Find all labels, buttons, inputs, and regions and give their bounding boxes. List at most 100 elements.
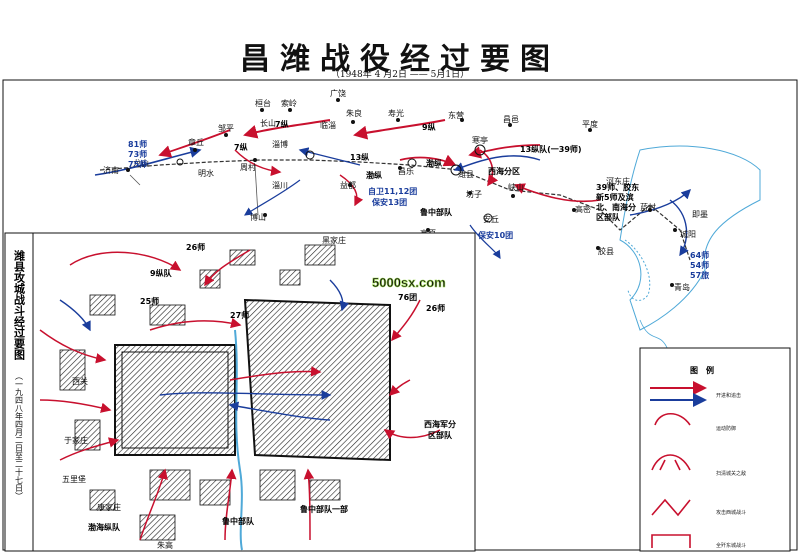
attack-arrow [158, 129, 231, 158]
bailang-river [234, 329, 243, 551]
place-hedongzhuang: 河东庄 [606, 176, 630, 186]
inset-luzhong-1: 鲁中部队一部 [299, 504, 348, 514]
bay-line [624, 239, 651, 301]
map-title: 昌潍战役经过要图 [240, 42, 560, 77]
place-kuishan: 峡山 [508, 182, 524, 192]
inset-bohai-column: 渤海纵队 [88, 522, 121, 532]
advance-arrow [629, 189, 691, 216]
unit-73-div: 73师 [128, 149, 147, 159]
attack-arrow [339, 174, 364, 207]
attack-arrow [243, 119, 331, 139]
inset-25-div: 25师 [140, 296, 159, 306]
road-line [129, 174, 141, 186]
place-zouping: 邹平 [218, 123, 234, 133]
inset-xihai-1: 西海军分 [424, 419, 456, 429]
attack-arrow [513, 183, 601, 203]
attack-arrow [399, 154, 457, 167]
legend-box [639, 347, 791, 552]
advance-arrow [298, 147, 361, 166]
inset-west-gate: 西关 [72, 376, 88, 386]
watermark: 5000sx.com [372, 275, 446, 290]
place-dongzhangguan: 东营 [448, 110, 464, 120]
inset-attack-arrows [39, 249, 441, 541]
place-changyi: 昌邑 [503, 115, 519, 124]
place-changshan: 长山 [260, 118, 276, 128]
legend-item-4: 攻击西城战斗 [716, 509, 746, 516]
west-city-inner-wall [121, 351, 229, 449]
advance-arrow [669, 199, 689, 257]
place-chengyang: 城阳 [680, 230, 696, 239]
place-zhangqiu: 章丘 [188, 137, 204, 147]
place-fangzi: 坊子 [466, 189, 482, 199]
unit-39-div-4: 区部队 [596, 212, 621, 222]
place-longshan: 龙山 [133, 158, 149, 168]
place-zichuan: 淄川 [272, 180, 288, 190]
legend-item-1: 开进和追击 [716, 392, 741, 399]
unit-qd-54: 54师 [690, 260, 709, 270]
place-yidu: 益都 [340, 180, 356, 190]
place-jimo: 即墨 [692, 210, 708, 219]
inset-defense-arrows [59, 279, 350, 421]
advance-arrow [94, 146, 202, 176]
east-city [243, 298, 391, 462]
unit-7th-column-a: 7纵 [275, 119, 289, 129]
place-boshan: 博山 [250, 212, 266, 222]
advance-arrow [244, 179, 301, 216]
unit-39-div-3: 北、南海分 [596, 202, 636, 212]
place-jiaoxian: 胶县 [598, 246, 614, 256]
unit-75-div: 75师 [128, 159, 147, 169]
place-hanting: 寒亭 [472, 135, 488, 145]
place-changle: 昌乐 [398, 166, 414, 176]
unit-luzhong: 鲁中部队 [419, 207, 453, 217]
legend-sym-3 [651, 454, 691, 471]
place-guangrao: 广饶 [330, 88, 346, 98]
place-weixian: 潍县 [458, 169, 474, 179]
advance-arrow [453, 155, 541, 172]
inset-wuli: 五里堡 [62, 474, 86, 484]
unit-bohai-column-2: 渤纵 [366, 170, 382, 180]
unit-9th-column: 9纵 [422, 122, 436, 132]
legend-title: 图 例 [690, 365, 714, 375]
inset-26-div-a: 26师 [186, 242, 205, 252]
unit-13th-column: 13纵 [350, 152, 369, 162]
river-line [639, 319, 669, 351]
place-huantai: 桓台 [255, 98, 271, 108]
inset-76-regiment: 76团 [398, 293, 417, 302]
unit-qd-57: 57旅 [690, 270, 709, 280]
place-zhuliang: 朱良 [346, 108, 362, 118]
place-gaomi: 高密 [575, 204, 591, 214]
place-lancun: 蓝村 [640, 202, 656, 212]
legend-sym-5 [651, 534, 691, 548]
unit-7th-column-b: 7纵 [234, 142, 248, 152]
legend-item-3: 扫清城关之敌 [716, 470, 746, 477]
inset-vertical-date: （一九四八年四月二日至二十七日） [15, 372, 24, 500]
inset-9th-column: 9纵队 [150, 268, 173, 278]
place-shouguang: 寿光 [388, 108, 404, 118]
town-markers [126, 98, 677, 287]
place-zibo: 淄博 [272, 139, 288, 149]
unit-self-defense-2: 保安13团 [371, 197, 407, 207]
place-linzi: 临淄 [320, 120, 336, 130]
legend-sym-4 [651, 498, 691, 517]
unit-qd-64: 64师 [690, 250, 709, 260]
unit-39-div-1: 39师、胶东 [596, 182, 639, 192]
inset-26-div-b: 26师 [426, 303, 445, 313]
place-jinan: 济南 [103, 165, 119, 175]
unit-self-defense-1: 自卫11,12团 [368, 186, 417, 196]
district-blocks [59, 244, 341, 541]
unit-39-div-2: 新5师及滨 [596, 192, 634, 202]
legend-sym-2 [654, 412, 691, 426]
unit-baoan-10: 保安10团 [477, 230, 513, 240]
map-subtitle: （1948年 4 月2日 —— 5月1日） [330, 70, 470, 80]
sea-coast [619, 145, 761, 331]
place-suoling: 索岭 [281, 98, 297, 108]
unit-81-div: 81师 [128, 139, 147, 149]
place-anqiu: 安丘 [483, 214, 499, 224]
attack-arrow [468, 144, 541, 159]
attack-arrow [353, 119, 446, 140]
inset-vertical-title: 潍县攻城战斗经过要图 [13, 249, 26, 361]
inset-heijia: 黑家庄 [322, 235, 346, 245]
advance-arrow [469, 224, 501, 260]
legend-item-2: 运动防御 [716, 425, 736, 432]
